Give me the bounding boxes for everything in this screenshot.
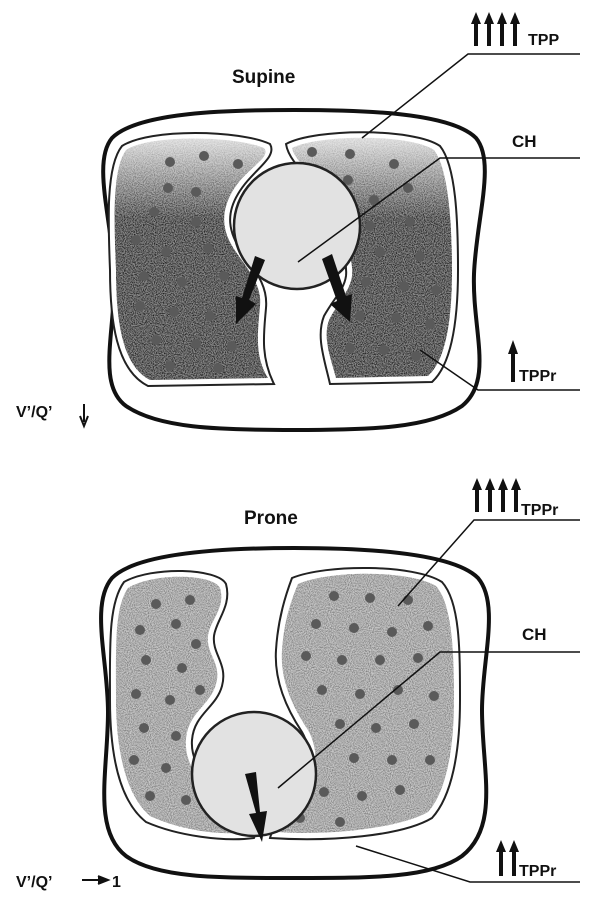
prone-panel: Prone — [16, 478, 580, 891]
prone-tppr-top-arrows — [472, 478, 521, 512]
prone-title: Prone — [244, 508, 298, 529]
prone-vq-value: 1 — [112, 874, 121, 891]
prone-tppr-bottom-label: TPPr — [519, 863, 556, 880]
prone-vq-right-arrow — [82, 876, 108, 884]
supine-vq-down-arrow — [80, 404, 88, 426]
supine-title: Supine — [232, 67, 295, 88]
supine-tpp-arrows — [471, 12, 520, 46]
supine-tppr-arrow — [508, 340, 518, 382]
supine-panel: Supine — [16, 12, 580, 430]
supine-tppr-label: TPPr — [519, 368, 556, 385]
supine-tpp-label: TPP — [528, 32, 559, 49]
prone-vq-label: V’/Q’ — [16, 874, 52, 891]
supine-ch-label: CH — [512, 132, 537, 151]
prone-tppr-top-label: TPPr — [521, 502, 558, 519]
prone-ch-label: CH — [522, 625, 547, 644]
supine-vq-label: V’/Q’ — [16, 404, 52, 421]
prone-tppr-bottom-arrows — [496, 840, 519, 876]
